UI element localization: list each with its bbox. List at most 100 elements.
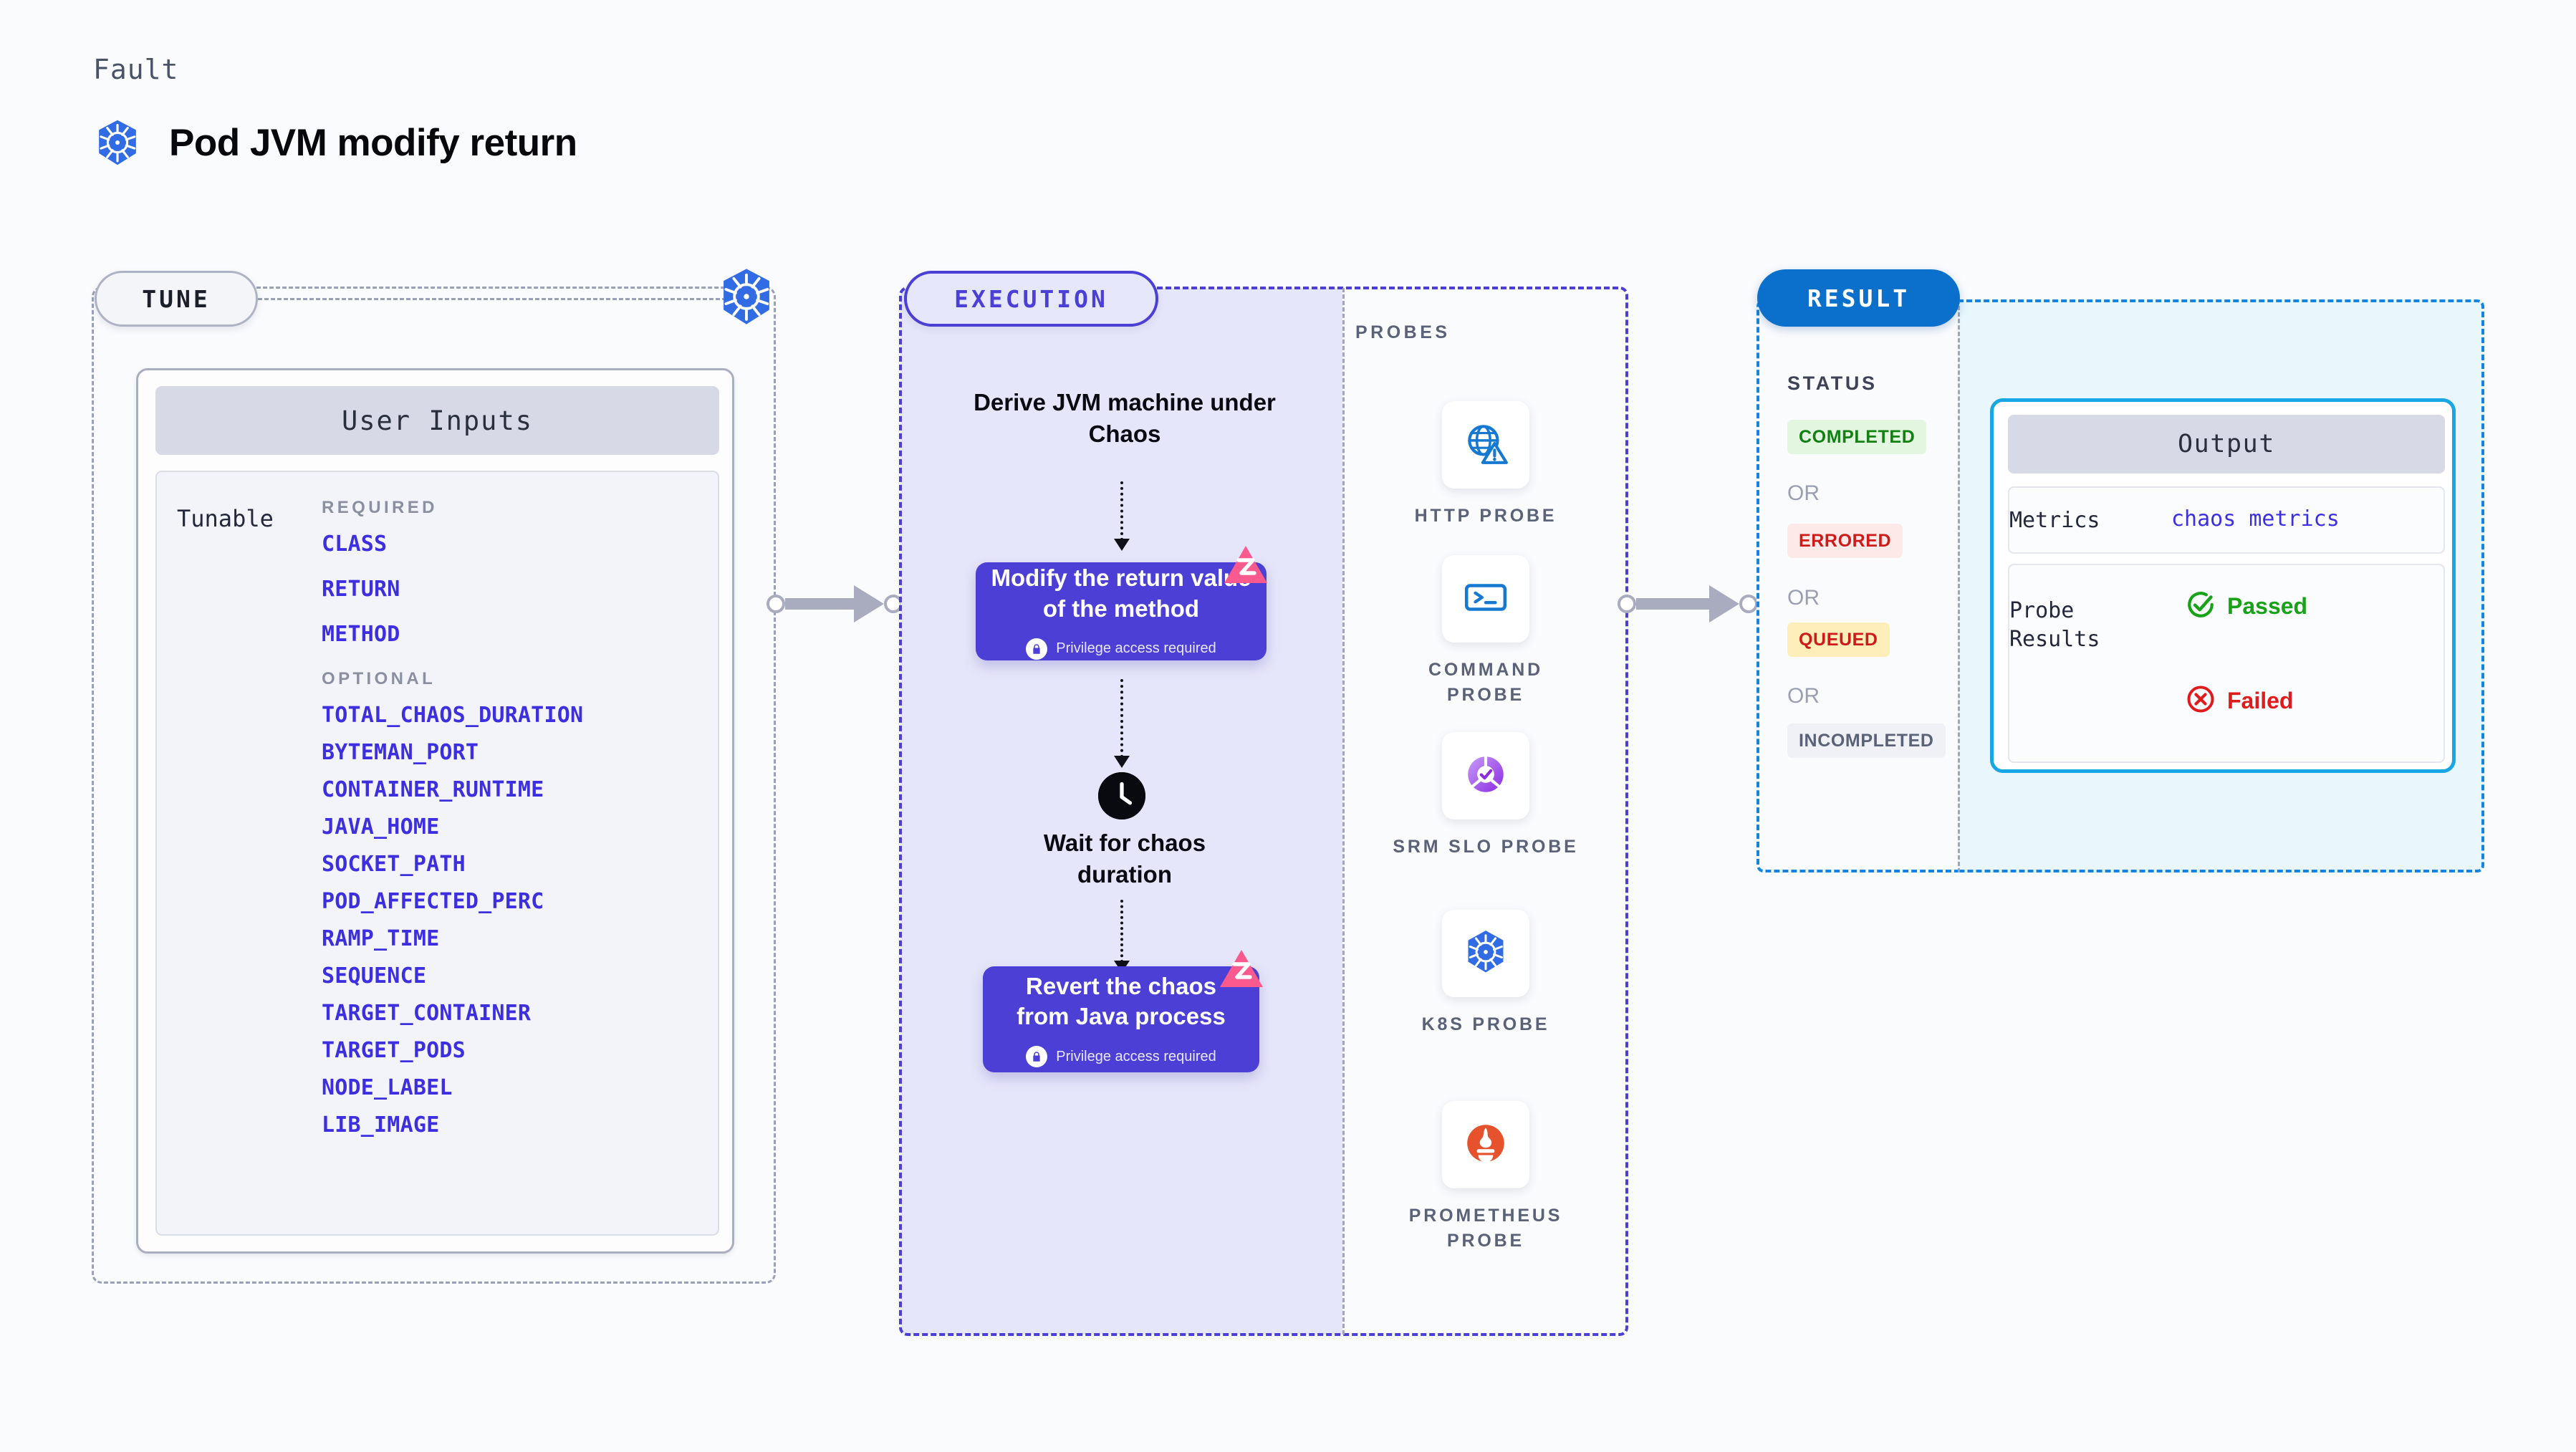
execution-step-revert[interactable]: Revert the chaos from Java process Privi… (983, 966, 1259, 1072)
status-badge-completed: COMPLETED (1787, 420, 1927, 454)
privilege-note-text: Privilege access required (1056, 640, 1216, 657)
probe-result-failed: Failed (2186, 684, 2293, 718)
status-badge-errored: ERRORED (1787, 524, 1903, 558)
metrics-key: Metrics (2009, 508, 2100, 533)
param-item[interactable]: METHOD (322, 622, 400, 647)
or-separator: OR (1787, 684, 1820, 708)
step-title: Modify the return value of the method (991, 564, 1251, 622)
probe-label: COMMAND PROBE (1428, 660, 1543, 705)
param-item[interactable]: POD_AFFECTED_PERC (322, 889, 544, 914)
litmus-icon (1222, 544, 1269, 587)
connector-line (1636, 598, 1709, 610)
required-param-list: CLASS RETURN METHOD (322, 534, 708, 645)
execution-pill[interactable]: EXECUTION (904, 271, 1158, 327)
execution-step-modify[interactable]: Modify the return value of the method Pr… (976, 562, 1267, 660)
probe-label: HTTP PROBE (1414, 506, 1557, 526)
result-status-section (1756, 299, 1959, 872)
or-separator: OR (1787, 586, 1820, 610)
required-group-label: REQUIRED (322, 498, 438, 517)
fault-title: Pod JVM modify return (169, 121, 577, 164)
param-item[interactable]: SEQUENCE (322, 963, 427, 989)
user-inputs-card: User Inputs Tunable REQUIRED CLASS RETUR… (136, 368, 734, 1254)
clock-icon (1098, 772, 1145, 819)
optional-group-label: OPTIONAL (322, 669, 436, 688)
privilege-note: Privilege access required (1026, 638, 1216, 660)
output-metrics-row (2008, 486, 2445, 554)
status-badge-queued: QUEUED (1787, 622, 1890, 657)
user-inputs-title: User Inputs (155, 386, 719, 455)
or-separator: OR (1787, 481, 1820, 505)
probe-label: PROMETHEUS PROBE (1408, 1206, 1563, 1251)
param-item[interactable]: CONTAINER_RUNTIME (322, 777, 544, 802)
probe-tile (1442, 401, 1529, 489)
param-item[interactable]: RAMP_TIME (322, 926, 440, 951)
param-item[interactable]: LIB_IMAGE (322, 1112, 440, 1138)
probe-srm-slo[interactable]: SRM SLO PROBE (1393, 732, 1579, 860)
probes-section-label: PROBES (1355, 322, 1451, 342)
arrow-right-icon (1709, 585, 1739, 622)
probe-results-key-text: Probe Results (2009, 598, 2100, 652)
slo-donut-icon (1462, 751, 1509, 802)
probe-results-key: Probe Results (2009, 597, 2153, 653)
param-item[interactable]: TARGET_CONTAINER (322, 1001, 532, 1026)
param-item[interactable]: SOCKET_PATH (322, 852, 466, 877)
output-card: Output Metrics chaos metrics Probe Resul… (1990, 398, 2456, 773)
privilege-note: Privilege access required (1026, 1046, 1216, 1068)
probe-command[interactable]: COMMAND PROBE (1393, 555, 1579, 707)
param-item[interactable]: JAVA_HOME (322, 814, 440, 840)
probe-label: SRM SLO PROBE (1393, 837, 1579, 857)
kubernetes-icon (1461, 928, 1510, 980)
param-item[interactable]: BYTEMAN_PORT (322, 740, 479, 765)
connector-tune-to-execution (766, 585, 903, 622)
execution-step-derive: Derive JVM machine under Chaos (974, 389, 1276, 447)
status-heading: STATUS (1787, 372, 1878, 394)
probe-result-passed: Passed (2186, 590, 2307, 623)
probe-tile (1442, 555, 1529, 643)
kubernetes-icon (716, 266, 777, 327)
privilege-note-text: Privilege access required (1056, 1048, 1216, 1064)
probe-prometheus[interactable]: PROMETHEUS PROBE (1393, 1101, 1579, 1253)
metrics-value[interactable]: chaos metrics (2171, 506, 2340, 532)
status-badge-label: INCOMPLETED (1799, 730, 1934, 751)
probe-label: K8S PROBE (1421, 1014, 1550, 1034)
connector-probes-to-result (1618, 585, 1758, 622)
flow-arrow (1120, 900, 1123, 963)
output-probe-row (2008, 564, 2445, 763)
terminal-icon (1462, 574, 1509, 625)
globe-warning-icon (1462, 420, 1509, 471)
connector-line (785, 598, 854, 610)
execution-step-wait: Wait for chaos duration (1043, 830, 1206, 888)
param-item[interactable]: TOTAL_CHAOS_DURATION (322, 703, 584, 728)
lock-icon (1026, 638, 1048, 660)
connector-endpoint (1618, 595, 1636, 613)
check-circle-icon (2186, 590, 2216, 623)
result-pill[interactable]: RESULT (1757, 269, 1960, 327)
param-item[interactable]: CLASS (322, 532, 388, 557)
litmus-icon (1218, 948, 1265, 991)
param-item[interactable]: TARGET_PODS (322, 1038, 466, 1063)
probe-result-label: Failed (2227, 688, 2294, 713)
param-item[interactable]: RETURN (322, 577, 400, 602)
status-badge-label: COMPLETED (1799, 426, 1916, 447)
arrow-down-icon (1114, 756, 1130, 768)
flow-arrow (1120, 481, 1123, 541)
tune-pill[interactable]: TUNE (95, 271, 258, 327)
connector-endpoint (1739, 595, 1758, 613)
optional-param-list: TOTAL_CHAOS_DURATION BYTEMAN_PORT CONTAI… (322, 705, 708, 1136)
step-title: Revert the chaos from Java process (1017, 972, 1226, 1029)
prometheus-icon (1462, 1120, 1509, 1170)
probe-http[interactable]: HTTP PROBE (1393, 401, 1579, 529)
arrow-right-icon (854, 585, 884, 622)
probe-k8s[interactable]: K8S PROBE (1393, 910, 1579, 1037)
param-item[interactable]: NODE_LABEL (322, 1075, 453, 1100)
tunable-body: Tunable REQUIRED CLASS RETURN METHOD OPT… (155, 471, 719, 1236)
x-circle-icon (2186, 684, 2216, 718)
status-badge-label: ERRORED (1799, 530, 1892, 551)
probe-tile (1442, 732, 1529, 819)
tune-connector-line (258, 298, 739, 300)
execution-probes-section (899, 287, 1628, 1336)
connector-endpoint (766, 595, 785, 613)
page-title: Pod JVM modify return (93, 118, 577, 167)
probe-tile (1442, 1101, 1529, 1188)
tune-section (92, 287, 776, 1284)
